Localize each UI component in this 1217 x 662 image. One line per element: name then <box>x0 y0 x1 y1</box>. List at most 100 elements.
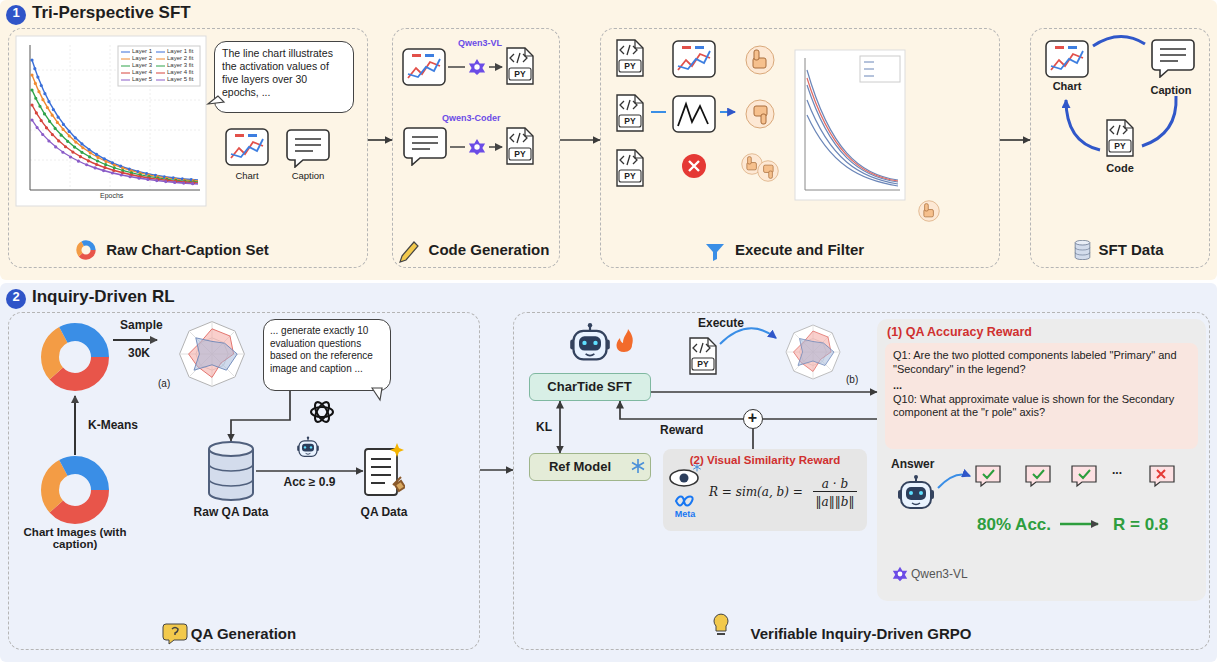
icons-qa-generation-part <box>50 332 100 382</box>
node-title: Raw QA Data <box>176 505 286 519</box>
icons-grpo-part <box>898 475 934 508</box>
qa-document: QA Data <box>363 441 405 499</box>
connector <box>560 139 600 141</box>
connector <box>763 418 877 420</box>
icons-execute-part <box>673 96 715 132</box>
annotation-label: Layer 2 <box>132 55 152 62</box>
node-text: Inquiry-Driven RL <box>32 287 175 307</box>
icons-execute-part <box>864 62 874 76</box>
icons-qa-generation-part <box>50 465 100 515</box>
stage-box: Verifiable Inquiry-Driven GRPOCharTide S… <box>513 312 1210 650</box>
annotation-label: (b) <box>846 374 858 385</box>
icons-execute-part <box>746 100 774 128</box>
annotation-label: Chart <box>1045 80 1089 92</box>
node-title: + <box>744 408 761 428</box>
node-title: Q1: Are the two plotted components label… <box>893 349 1190 377</box>
node-title: QA Generation <box>9 625 478 642</box>
icons-grpo-part-part <box>983 470 1090 478</box>
icons-grpo-part-part <box>1150 466 1174 486</box>
prompt-bubble: ... generate exactly 10 evaluation quest… <box>263 319 391 391</box>
line-chart <box>16 36 206 206</box>
annotation-label: PY <box>692 358 714 370</box>
icons-execute-part <box>807 70 898 186</box>
node-title: (2) Visual Similarity Reward <box>669 454 861 466</box>
annotation-label: Sample <box>120 318 163 332</box>
node-title: Raw Chart-Caption Set <box>9 241 366 258</box>
icons-grpo-part <box>976 466 1174 486</box>
icons-raw-part <box>226 129 268 165</box>
icons-grpo-part <box>632 459 644 473</box>
stage-box: Execute and Filter <box>600 28 1000 268</box>
node-title: 1 <box>6 5 26 25</box>
annotation-label: Caption <box>1148 84 1194 96</box>
node-text: Qwen3-VL <box>911 567 968 581</box>
icons-sft-part <box>1075 240 1090 259</box>
icons-codegen-part <box>469 59 485 75</box>
annotation-label: Layer 1 <box>132 48 152 55</box>
icons-grpo-part <box>676 497 693 506</box>
node-title: ... generate exactly 10 evaluation quest… <box>270 325 384 375</box>
section-panel: 1Tri-Perspective SFTRaw Chart-Caption Se… <box>0 0 1217 280</box>
icons-grpo-part <box>570 323 610 359</box>
line-chart-part <box>32 60 198 184</box>
icons-codegen-part <box>507 48 533 84</box>
annotation-label: PY <box>509 148 531 160</box>
icons-grpo-part <box>714 614 728 631</box>
icons-execute-part <box>795 50 905 200</box>
icons-grpo-part <box>983 470 1165 478</box>
icons-codegen-part <box>469 139 485 155</box>
database-shape <box>206 441 256 501</box>
icons-codegen-part <box>400 242 418 262</box>
icons-qa-generation-part-part <box>312 400 332 424</box>
icons-qa-generation-part <box>113 339 157 341</box>
annotation-label: Layer 2 fit <box>167 55 193 62</box>
icons-codegen-part <box>404 128 446 165</box>
question-box: Q1: Are the two plotted components label… <box>885 343 1198 449</box>
line-chart-part-part <box>32 105 198 183</box>
node-text: Answer <box>891 457 934 471</box>
icons-codegen-part <box>450 146 502 147</box>
icons-codegen-part <box>403 49 445 85</box>
icons-qa-generation-part <box>163 624 187 644</box>
line-chart-part <box>32 120 198 184</box>
connector <box>368 139 392 141</box>
annotation-label: Layer 3 fit <box>167 62 193 69</box>
icons-execute-part <box>919 201 940 222</box>
connector <box>651 391 877 393</box>
annotation-label: Qwen3-VL <box>458 38 502 48</box>
icons-qa-generation <box>50 322 382 644</box>
line-chart-part <box>30 45 200 190</box>
icons-raw <box>79 129 329 257</box>
icons-sft <box>1046 36 1194 259</box>
node-title: Code Generation <box>421 241 557 258</box>
model-box: Ref Model <box>529 453 651 481</box>
icons-execute-part <box>651 111 735 113</box>
node-title: 2 <box>6 289 26 309</box>
connector <box>256 470 363 472</box>
node-text: ... <box>1112 463 1122 477</box>
connector <box>231 391 290 441</box>
icons-execute-part <box>860 56 900 82</box>
annotation-label: Epochs <box>100 192 123 199</box>
node-title: Verifiable Inquiry-Driven GRPO <box>514 625 1208 642</box>
icons-grpo-part <box>617 329 633 352</box>
line-chart-part <box>118 46 200 86</box>
icons-execute-part <box>617 40 643 76</box>
icons-raw-part <box>287 130 329 167</box>
line-chart-part-part <box>32 90 198 182</box>
icons-grpo-part-part <box>976 466 1000 486</box>
icons-execute-part <box>682 154 706 178</box>
node-title: QA Data <box>333 505 435 519</box>
icons-grpo-part <box>680 474 689 483</box>
annotation-label: Layer 1 fit <box>167 48 193 55</box>
annotation-label: PY <box>1109 140 1131 152</box>
line-chart-part-part <box>32 75 198 181</box>
stage-box: Code Generation <box>392 28 560 268</box>
annotation-label: Layer 5 <box>132 76 152 83</box>
icons-qa-generation-part <box>297 437 319 457</box>
icons-grpo-part-part <box>1157 470 1165 478</box>
icons-raw-part <box>79 243 93 257</box>
icons-execute-part <box>807 78 898 181</box>
